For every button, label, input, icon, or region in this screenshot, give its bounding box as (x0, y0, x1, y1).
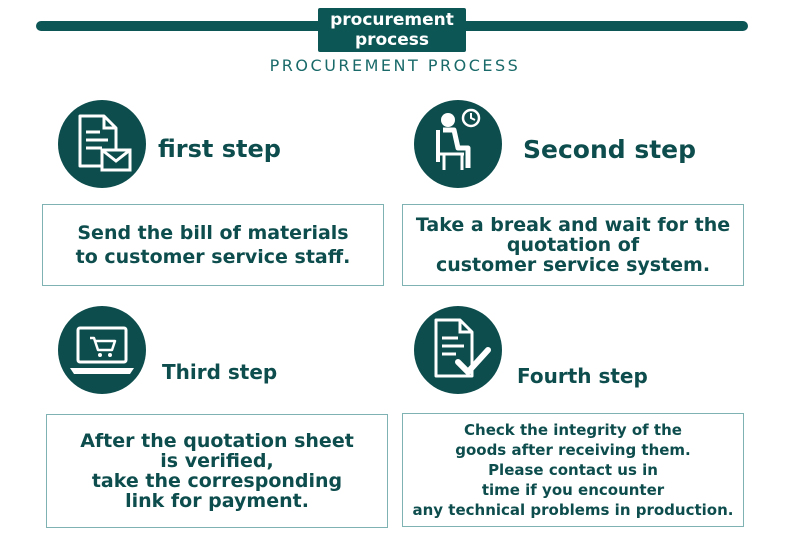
step-4-line: time if you encounter (481, 481, 665, 499)
person-waiting-clock-icon (414, 100, 502, 188)
step-3-label: Third step (162, 360, 278, 384)
step-4-line: any technical problems in production. (412, 501, 734, 519)
document-check-icon (414, 306, 502, 394)
step-4-line: Please contact us in (488, 461, 658, 479)
step-3-line: link for payment. (125, 490, 309, 512)
laptop-cart-icon (58, 306, 146, 394)
title-badge: procurement process (318, 8, 466, 52)
step-2-line: customer service system. (435, 254, 711, 276)
step-4-line: Check the integrity of the (464, 421, 682, 439)
step-3-description: After the quotation sheet is verified, t… (46, 414, 388, 528)
step-2-description: Take a break and wait for the quotation … (402, 204, 744, 286)
step-1-line: to customer service staff. (75, 246, 351, 268)
document-mail-icon (58, 100, 146, 188)
title-line-1: procurement (330, 10, 454, 30)
step-2-line: Take a break and wait for the (415, 214, 731, 236)
step-2-label: Second step (523, 135, 697, 164)
step-1-label: first step (158, 135, 281, 163)
step-4-label: Fourth step (517, 364, 648, 388)
step-3-line: After the quotation sheet (80, 430, 354, 452)
title-line-2: process (354, 30, 430, 50)
step-3-line: is verified, (160, 450, 274, 472)
step-2-line: quotation of (506, 234, 640, 256)
step-1-line: Send the bill of materials (77, 222, 349, 244)
step-3-line: take the corresponding (91, 470, 343, 492)
step-4-description: Check the integrity of the goods after r… (402, 413, 744, 527)
step-4-line: goods after receiving them. (455, 441, 691, 459)
step-1-description: Send the bill of materials to customer s… (42, 204, 384, 286)
page-subtitle: PROCUREMENT PROCESS (269, 56, 521, 75)
